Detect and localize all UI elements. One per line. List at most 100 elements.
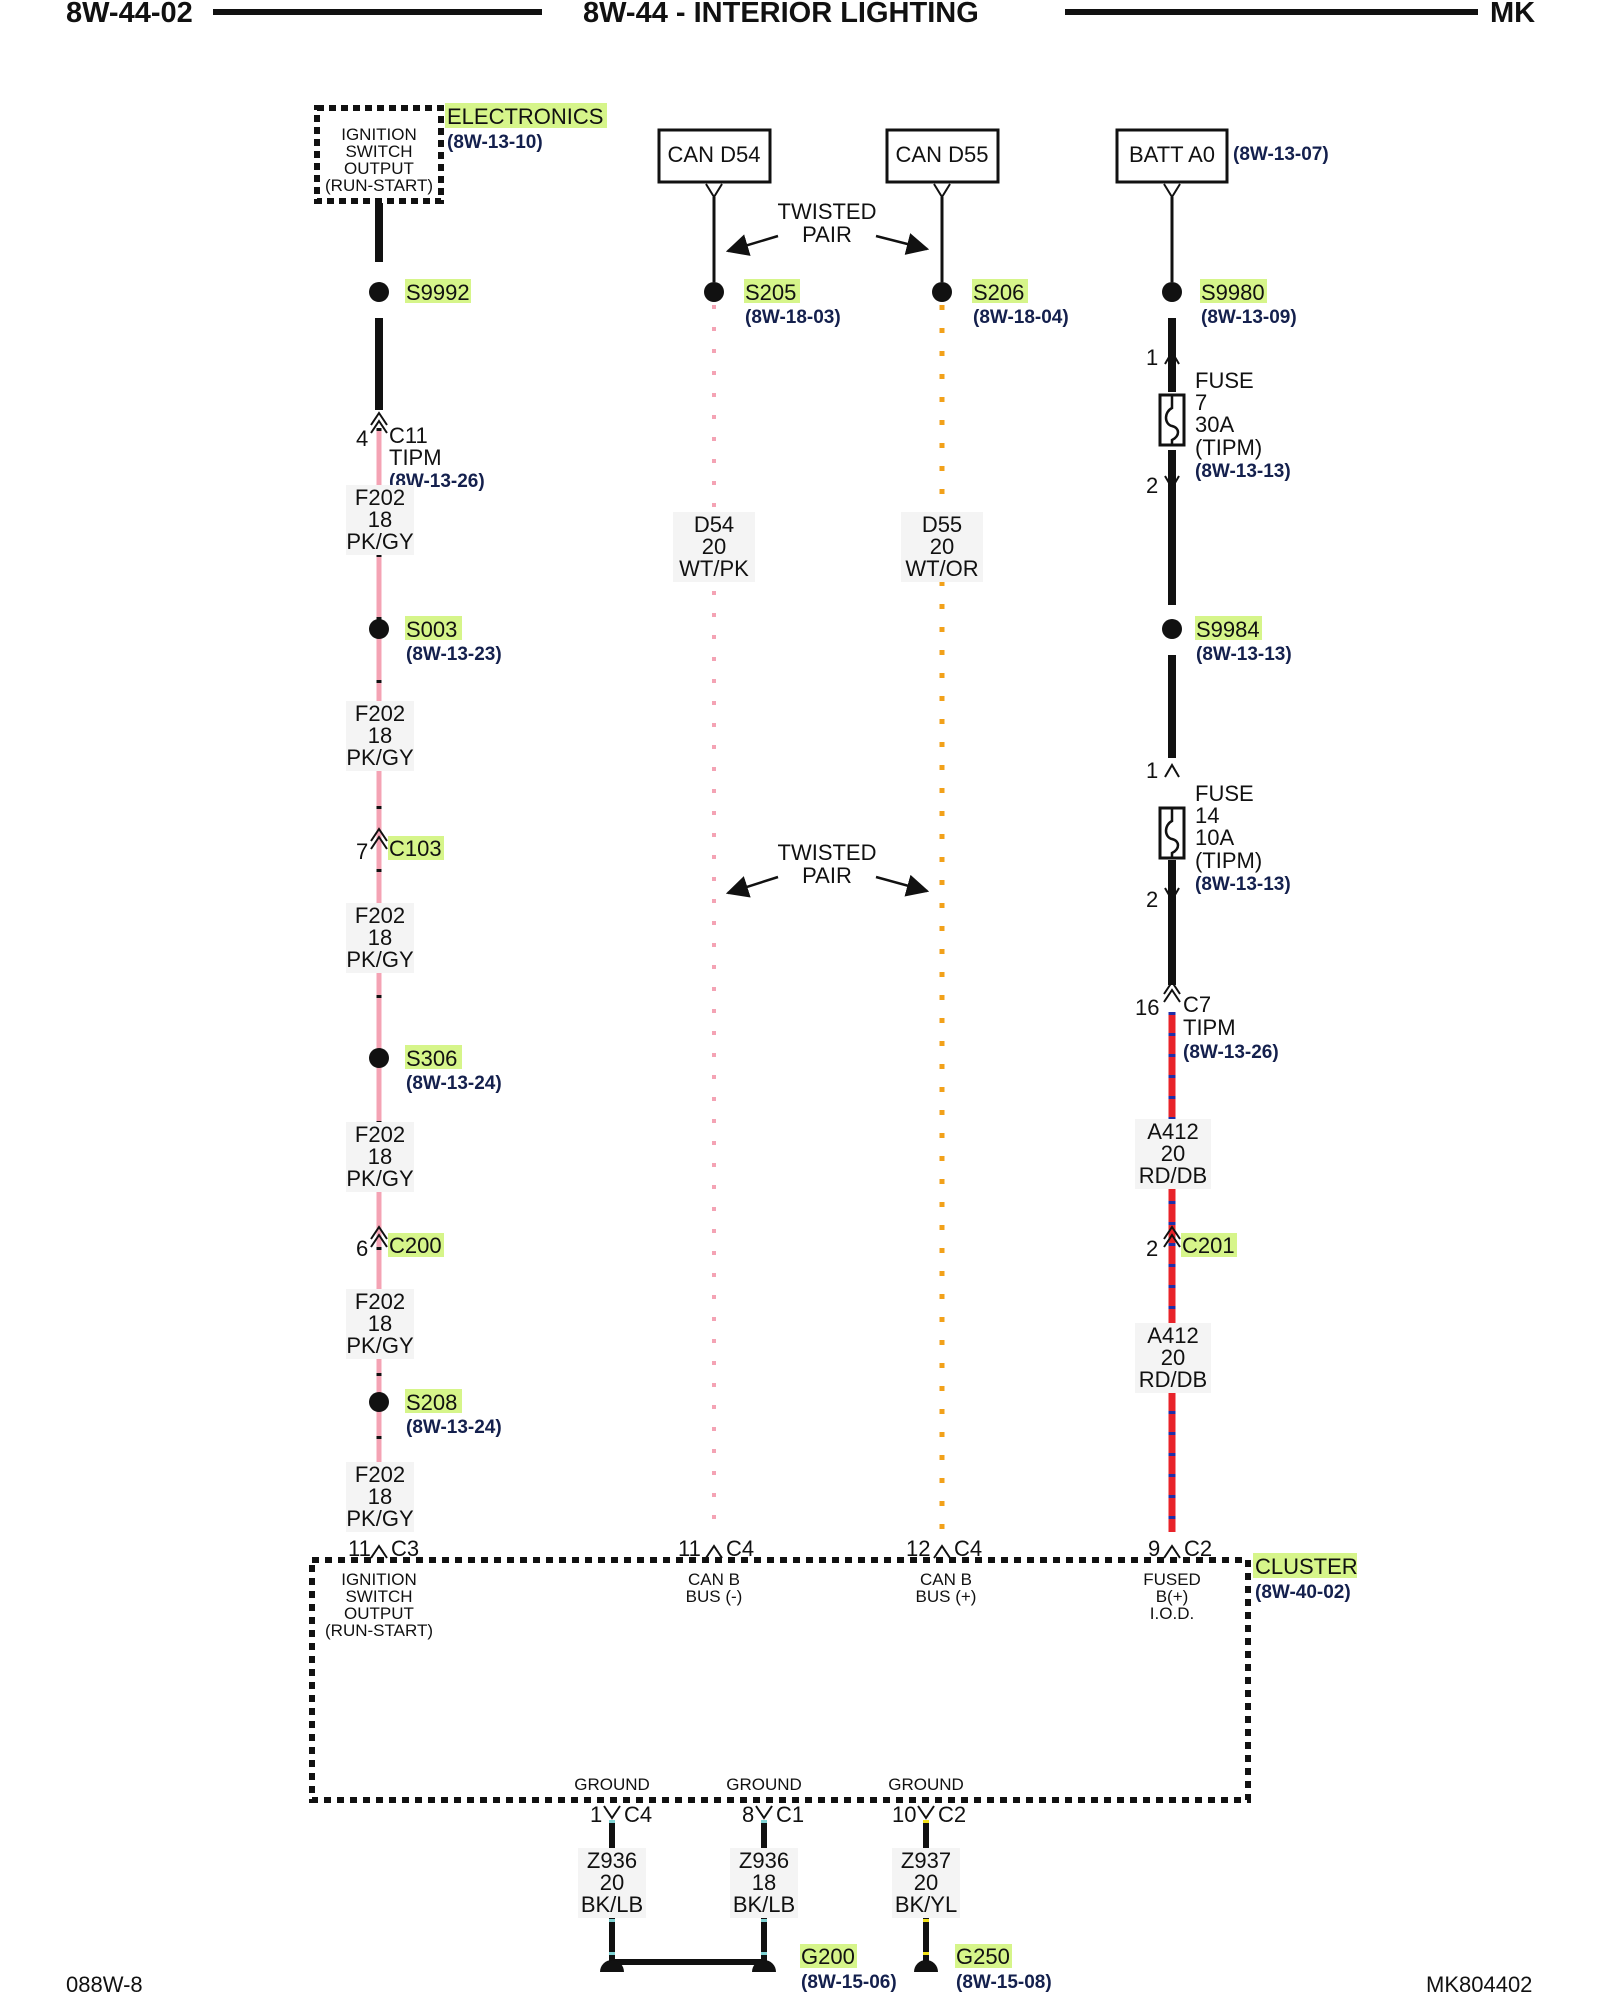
electronics-desc-4: (RUN-START) — [325, 176, 433, 195]
g200-ref: (8W-15-06) — [801, 1972, 897, 1993]
splice-s003-ref: (8W-13-23) — [406, 644, 502, 665]
wire-label-bg — [1135, 1119, 1211, 1189]
fuse7-pin-out: 2 — [1146, 473, 1158, 498]
gnd-c1-pin-icon — [755, 1805, 773, 1820]
electronics-label: ELECTRONICS — [447, 104, 603, 129]
can-d54-rect — [657, 128, 772, 184]
twisted-pair-mid: TWISTED PAIR — [725, 840, 930, 898]
wire-color: PK/GY — [346, 947, 414, 972]
splice-s208-ref: (8W-13-24) — [406, 1417, 502, 1438]
cluster-label: CLUSTER — [1255, 1554, 1358, 1579]
electronics-box — [314, 105, 444, 204]
wire-label-f202-1: F202 18 PK/GY — [346, 485, 414, 555]
cluster-c4b-name: C4 — [954, 1536, 982, 1561]
c11-connector-icon — [370, 411, 388, 434]
wire-gauge: 18 — [368, 1311, 392, 1336]
cluster-ign-4: (RUN-START) — [325, 1621, 433, 1640]
wire-color: RD/DB — [1139, 1163, 1207, 1188]
wire-color: WT/PK — [679, 556, 749, 581]
c11-sub: TIPM — [389, 445, 442, 470]
cluster-highlight — [1253, 1553, 1357, 1578]
electronics-desc-1: IGNITION — [341, 125, 417, 144]
electronics-module: IGNITION SWITCH OUTPUT (RUN-START) ELECT… — [314, 103, 607, 204]
twisted-arrow-right — [875, 233, 930, 255]
wire-color: RD/DB — [1139, 1367, 1207, 1392]
wire-gauge: 18 — [368, 925, 392, 950]
wire-gauge: 20 — [1161, 1141, 1185, 1166]
batt-a0-ref: (8W-13-07) — [1233, 144, 1329, 165]
fuse14-ref: (8W-13-13) — [1195, 874, 1291, 895]
wire-gauge: 20 — [930, 534, 954, 559]
can-d55-label: CAN D55 — [896, 142, 989, 167]
fuse14-line4: (TIPM) — [1195, 848, 1262, 873]
c103-highlight — [388, 836, 444, 860]
cluster-box — [309, 1557, 1251, 1803]
splice-s9992-label: S9992 — [406, 280, 470, 305]
c200-connector-icon — [370, 1225, 388, 1248]
c7-name: C7 — [1183, 992, 1211, 1017]
wire-color: PK/GY — [346, 745, 414, 770]
gnd-c4-pin: 1 — [590, 1802, 602, 1827]
cluster-c3-pin: 11 — [348, 1536, 371, 1561]
wire-label-bg — [346, 1122, 414, 1192]
cluster-fused-2: B(+) — [1156, 1587, 1189, 1606]
can-d55-terminal-icon — [933, 183, 951, 199]
fuse-14: 1 2 FUSE 14 10A (TIPM) (8W-13-13) — [1146, 758, 1291, 912]
fuse7-out-icon — [1164, 475, 1180, 490]
s9984-highlight — [1195, 616, 1262, 640]
wire-color: BK/LB — [733, 1892, 795, 1917]
wire-gauge: 18 — [368, 723, 392, 748]
wire-color: WT/OR — [905, 556, 978, 581]
fuse7-line2: 7 — [1195, 390, 1207, 415]
ground-g200: G200 (8W-15-06) — [600, 1944, 897, 1993]
cluster-c4a-pin-icon — [705, 1544, 723, 1559]
can-d55-rect — [885, 128, 1000, 184]
wire-label-bg — [892, 1848, 960, 1918]
cluster-ground-3-label: GROUND — [888, 1775, 964, 1794]
cluster-ground-2-label: GROUND — [726, 1775, 802, 1794]
g200-highlight — [800, 1944, 857, 1968]
c11-name: C11 — [389, 423, 428, 448]
c201-highlight — [1181, 1233, 1237, 1257]
wire-code: F202 — [355, 1122, 405, 1147]
wire-label-a412-2: A412 20 RD/DB — [1135, 1323, 1211, 1393]
splice-s205-icon — [704, 282, 724, 302]
c103-pin: 7 — [356, 839, 368, 864]
ground-icon — [600, 1960, 624, 1972]
can-d54-terminal-icon — [705, 183, 723, 199]
ground-g250: G250 (8W-15-08) — [914, 1944, 1052, 1993]
cluster-canb-minus-1: CAN B — [688, 1570, 740, 1589]
cluster-ign-2: SWITCH — [345, 1587, 412, 1606]
wire-code: Z936 — [587, 1848, 637, 1873]
wire-code: D55 — [922, 512, 962, 537]
splice-s003-icon — [369, 619, 389, 639]
c103-connector-icon — [370, 827, 388, 850]
fuse14-line2: 14 — [1195, 803, 1219, 828]
wire-color: PK/GY — [346, 1166, 414, 1191]
wire-color: BK/LB — [581, 1892, 643, 1917]
s206-highlight — [972, 279, 1028, 303]
connector-c103: 7 C103 — [356, 827, 444, 864]
splice-s306-ref: (8W-13-24) — [406, 1073, 502, 1094]
cluster-canb-plus-2: BUS (+) — [916, 1587, 977, 1606]
ground-z936-18: 8 C1 Z936 18 BK/LB — [730, 1802, 804, 1962]
wire-color: PK/GY — [346, 529, 414, 554]
c201-name: C201 — [1182, 1233, 1235, 1258]
batt-a0-box: BATT A0 (8W-13-07) — [1115, 128, 1329, 184]
wire-gauge: 20 — [1161, 1345, 1185, 1370]
c11-pin: 4 — [356, 426, 368, 451]
wire-label-bg — [673, 512, 755, 582]
cluster-ref: (8W-40-02) — [1255, 1582, 1351, 1603]
wire-label-bg — [901, 512, 983, 582]
can-d54-box: CAN D54 — [657, 128, 772, 184]
wire-gauge: 18 — [368, 1484, 392, 1509]
fuse14-line3: 10A — [1195, 825, 1234, 850]
s205-highlight — [744, 279, 800, 303]
fuse7-ref: (8W-13-13) — [1195, 461, 1291, 482]
fuse7-in-icon — [1164, 350, 1180, 365]
gnd-c1-name: C1 — [776, 1802, 804, 1827]
cluster-c2-name: C2 — [1184, 1536, 1212, 1561]
cluster-c4b-pin-icon — [933, 1544, 951, 1559]
g250-ref: (8W-15-08) — [956, 1972, 1052, 1993]
ground-icon — [914, 1960, 938, 1972]
